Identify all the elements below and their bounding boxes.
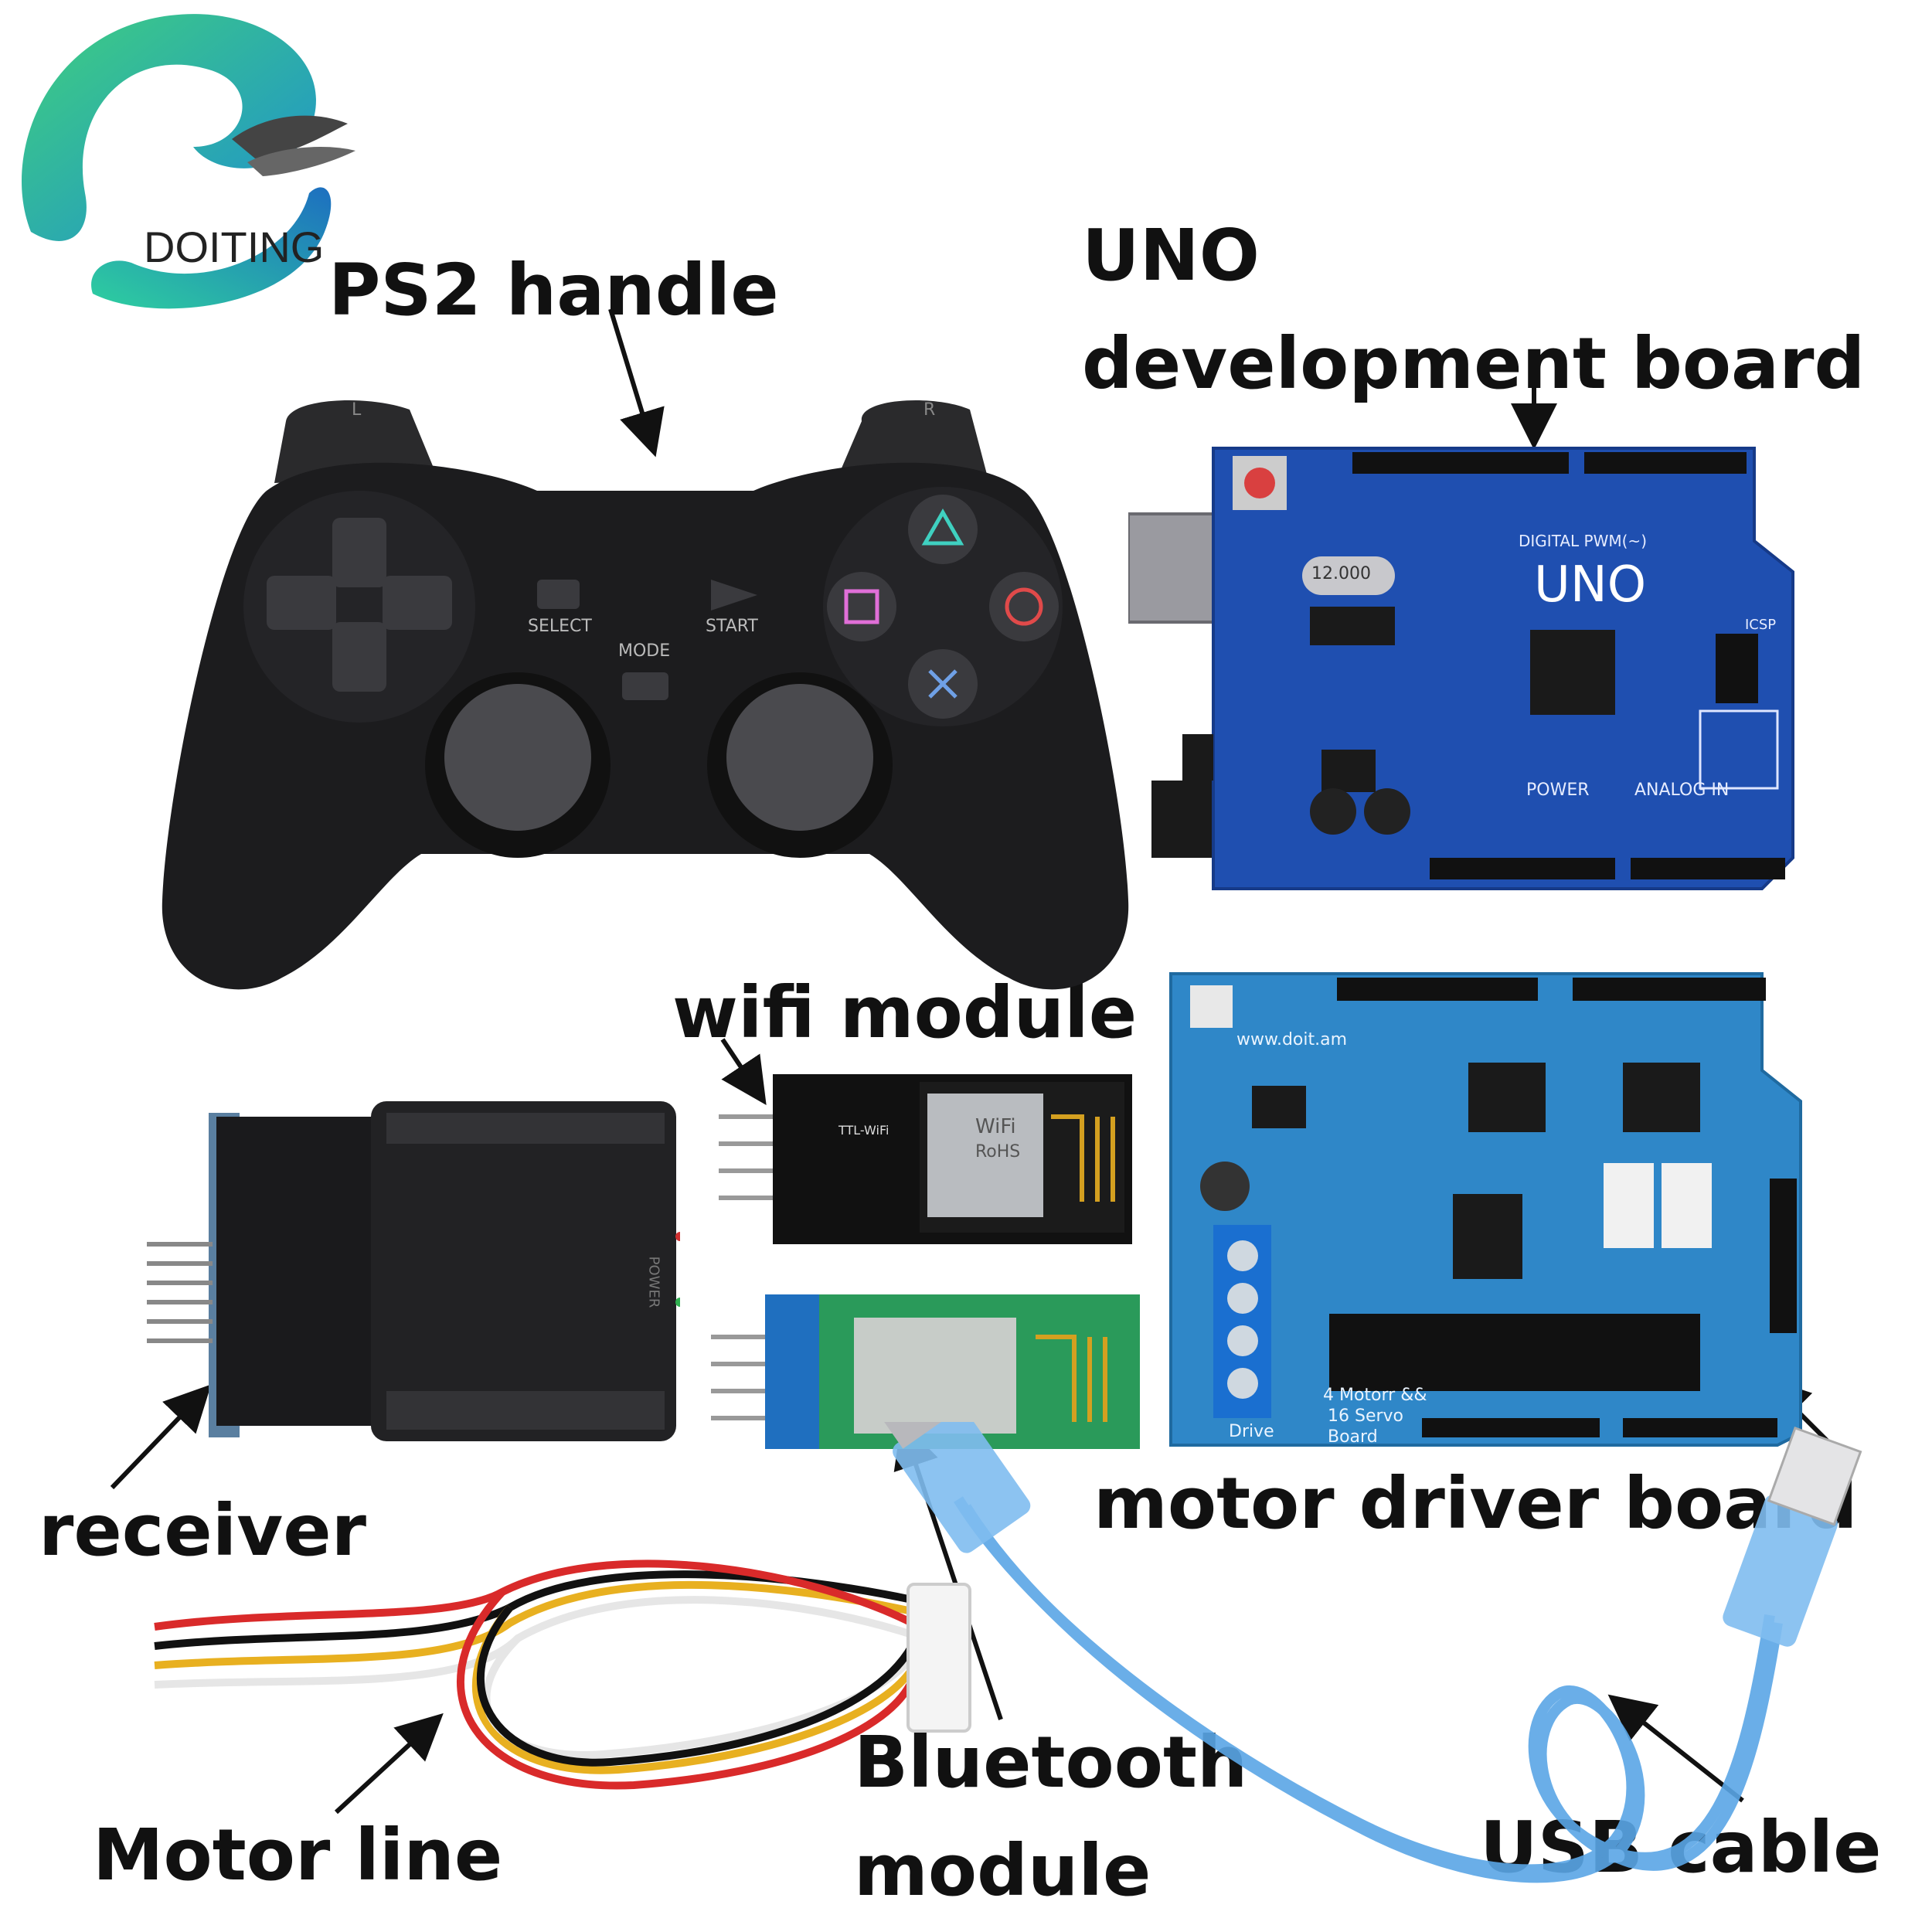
power-header xyxy=(1430,858,1615,879)
driver-name-line3: Board xyxy=(1328,1427,1378,1447)
receiver xyxy=(147,1101,680,1441)
ps2-handle-label: PS2 handle xyxy=(328,249,779,332)
inductor-icon xyxy=(1200,1162,1250,1211)
uno-crystal-text: 12.000 xyxy=(1311,564,1371,583)
bluetooth-label-line1: Bluetooth xyxy=(854,1721,1248,1804)
mcu-chip-icon xyxy=(1530,630,1615,715)
uno-digital-text: DIGITAL PWM(~) xyxy=(1519,532,1647,550)
receiver-power-text: POWER xyxy=(645,1256,662,1308)
motor-line-label: Motor line xyxy=(93,1814,503,1896)
l-shoulder-label: L xyxy=(352,400,362,420)
bt-shield-icon xyxy=(854,1318,1016,1434)
driver-chip-2-icon xyxy=(1623,1063,1700,1132)
analog-header xyxy=(1631,858,1785,879)
left-stick-icon xyxy=(444,684,591,831)
uno-board xyxy=(1128,447,1794,890)
uno-power-text: POWER xyxy=(1526,781,1590,800)
driver-site-text: www.doit.am xyxy=(1236,1030,1348,1049)
circle-button-icon xyxy=(989,572,1059,641)
ps2-controller xyxy=(162,400,1129,990)
logo-swirl-icon xyxy=(22,14,355,309)
uno-board-brand: UNO xyxy=(1534,556,1647,614)
wifi-module xyxy=(719,1074,1132,1244)
start-label: START xyxy=(706,617,758,636)
motor-line xyxy=(154,1560,971,1790)
servo-header-icon xyxy=(1329,1314,1700,1391)
square-button-icon xyxy=(827,572,896,641)
mode-button-icon xyxy=(622,672,668,700)
driver-drive-text: Drive xyxy=(1229,1422,1274,1441)
usb-cable xyxy=(881,1422,1862,1883)
brand-logo: DOITING xyxy=(0,0,386,325)
select-button-icon xyxy=(537,580,580,609)
receiver-label: receiver xyxy=(39,1489,366,1572)
brand-name: DOITING xyxy=(144,223,325,271)
motor-driver-board-label: motor driver board xyxy=(1094,1462,1858,1545)
uno-label-line1: UNO xyxy=(1082,214,1260,297)
uno-analog-text: ANALOG IN xyxy=(1634,781,1730,800)
reset-button-icon xyxy=(1244,468,1275,498)
bluetooth-label-line2: module xyxy=(854,1829,1151,1912)
antenna-icon xyxy=(1051,1114,1115,1202)
triangle-button-icon xyxy=(908,495,978,564)
wifi-rohs-text: RoHS xyxy=(975,1142,1021,1162)
esp-shield-icon xyxy=(927,1094,1043,1217)
mode-label: MODE xyxy=(618,641,671,661)
bluetooth-module xyxy=(711,1294,1140,1449)
uno-icsp-text: ICSP xyxy=(1745,617,1777,633)
dpad-down-icon xyxy=(332,622,386,692)
driver-name-line1: 4 Motorr && xyxy=(1323,1386,1427,1405)
wifi-ttl-text: TTL-WiFi xyxy=(838,1123,889,1138)
crystal-icon xyxy=(1302,556,1395,595)
driver-chip-1-icon xyxy=(1468,1063,1546,1132)
capacitor-icon xyxy=(1310,788,1356,835)
start-button-icon xyxy=(711,580,757,611)
driver-name-line2: 16 Servo xyxy=(1328,1406,1404,1426)
right-stick-icon xyxy=(726,684,873,831)
dpad-up-icon xyxy=(332,518,386,587)
motor-driver-board xyxy=(1169,972,1802,1447)
uno-label-line2: development board xyxy=(1082,322,1866,405)
wifi-chip-text: WiFi xyxy=(975,1115,1016,1138)
motor-connector-icon xyxy=(906,1583,971,1733)
digital-header-1 xyxy=(1352,452,1569,474)
dpad-left-icon xyxy=(267,576,336,630)
pwm-chip-icon xyxy=(1453,1194,1522,1279)
dpad-right-icon xyxy=(383,576,452,630)
r-shoulder-label: R xyxy=(923,400,936,420)
select-label: SELECT xyxy=(528,617,592,636)
digital-header-2 xyxy=(1584,452,1747,474)
